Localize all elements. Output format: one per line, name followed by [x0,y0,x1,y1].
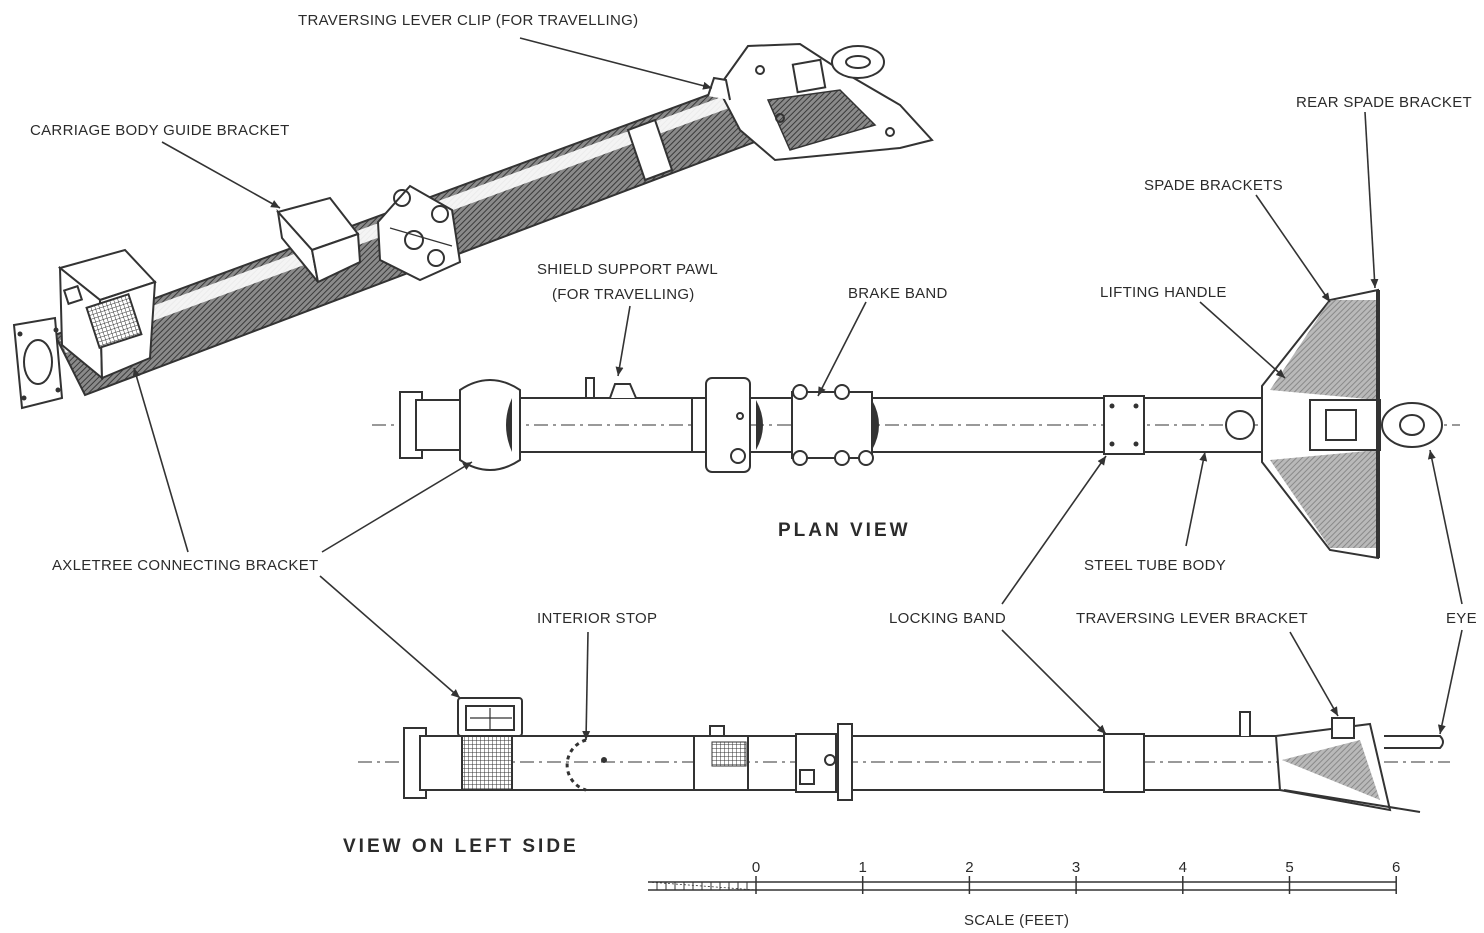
plan-view [372,288,1460,560]
scale-tick-label: 5 [1285,859,1293,876]
left-side-view [358,697,1450,813]
scale-label: SCALE (FEET) [964,912,1069,929]
scale-tick-label: 4 [1179,859,1187,876]
scale-tick-label: 0 [752,859,760,876]
label-interior-stop: INTERIOR STOP [537,610,657,627]
scale-bar: 0 1 2 3 4 5 6 SCALE (FEET) [647,859,1400,929]
isometric-view [12,42,934,410]
scale-tick-label: 3 [1072,859,1080,876]
label-shield-support-pawl-line1: SHIELD SUPPORT PAWL [537,261,718,278]
label-shield-support-pawl-line2: (FOR TRAVELLING) [552,286,695,303]
label-spade-brackets: SPADE BRACKETS [1144,177,1283,194]
scale-tick-label: 6 [1392,859,1400,876]
callout-labels: TRAVERSING LEVER CLIP (FOR TRAVELLING) C… [30,12,1477,627]
label-traversing-lever-clip: TRAVERSING LEVER CLIP (FOR TRAVELLING) [298,12,638,29]
label-rear-spade-bracket: REAR SPADE BRACKET [1296,94,1472,111]
scale-tick-label: 2 [965,859,973,876]
leader-lines [132,37,1463,741]
label-steel-tube-body: STEEL TUBE BODY [1084,557,1226,574]
label-brake-band: BRAKE BAND [848,285,948,302]
label-axletree-connecting-bracket: AXLETREE CONNECTING BRACKET [52,557,318,574]
label-lifting-handle: LIFTING HANDLE [1100,284,1227,301]
scale-tick-label: 1 [859,859,867,876]
label-traversing-lever-bracket: TRAVERSING LEVER BRACKET [1076,610,1308,627]
plan-view-title: PLAN VIEW [778,520,911,541]
left-side-view-title: VIEW ON LEFT SIDE [343,836,579,857]
label-locking-band: LOCKING BAND [889,610,1006,627]
label-eye: EYE [1446,610,1477,627]
label-carriage-body-guide-bracket: CARRIAGE BODY GUIDE BRACKET [30,122,290,139]
